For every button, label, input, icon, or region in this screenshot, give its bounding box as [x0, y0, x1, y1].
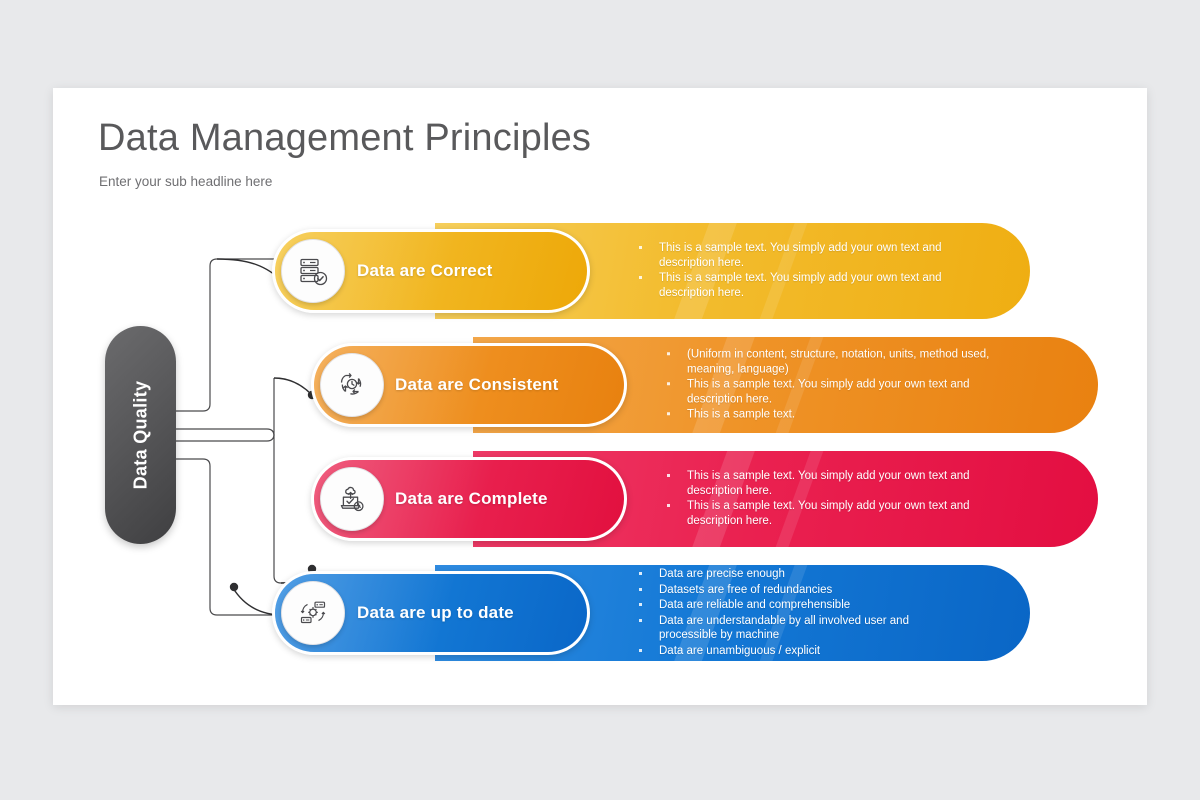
principle-row-complete[interactable]: Data are Complete This is a sample text.… [53, 451, 1147, 547]
bullet-item: This is a sample text. You simply add yo… [663, 469, 983, 498]
gear-servers-sync-icon [300, 601, 326, 624]
row-label: Data are up to date [357, 603, 514, 622]
laptop-cloud-clock-icon [340, 486, 364, 512]
bullet-item: Data are unambiguous / explicit [635, 644, 965, 659]
bullet-item: This is a sample text. You simply add yo… [663, 377, 993, 406]
page-subtitle: Enter your sub headline here [99, 174, 273, 189]
row-bullets: This is a sample text. You simply add yo… [635, 241, 955, 301]
row-label: Data are Correct [357, 261, 493, 280]
page-title: Data Management Principles [98, 117, 592, 159]
bullet-item: Data are reliable and comprehensible [635, 598, 965, 613]
row-bullets: This is a sample text. You simply add yo… [663, 469, 983, 529]
icon-badge-gear-servers [281, 581, 345, 645]
bullet-item: Datasets are free of redundancies [635, 583, 965, 598]
row-label: Data are Consistent [395, 375, 559, 394]
server-check-icon [300, 258, 328, 286]
bullet-item: Data are understandable by all involved … [635, 614, 965, 643]
icon-badge-laptop-cloud [320, 467, 384, 531]
principle-row-consistent[interactable]: Data are Consistent (Uniform in content,… [53, 337, 1147, 433]
slide-card: Data Management Principles Enter your su… [53, 88, 1147, 705]
row-label: Data are Complete [395, 489, 548, 508]
principle-row-correct[interactable]: Data are Correct This is a sample text. … [53, 223, 1147, 319]
bullet-item: This is a sample text. You simply add yo… [663, 499, 983, 528]
row-bullets: (Uniform in content, structure, notation… [663, 347, 993, 423]
icon-badge-cycle [320, 353, 384, 417]
principle-row-up-to-date[interactable]: Data are up to date Data are precise eno… [53, 565, 1147, 661]
bullet-item: (Uniform in content, structure, notation… [663, 347, 993, 376]
cycle-refresh-icon [340, 372, 362, 395]
bullet-item: Data are precise enough [635, 567, 965, 582]
row-bullets: Data are precise enough Datasets are fre… [635, 567, 965, 659]
icon-badge-server-check [281, 239, 345, 303]
bullet-item: This is a sample text. [663, 407, 993, 422]
infographic-diagram: Data Quality [53, 88, 1147, 705]
bullet-item: This is a sample text. You simply add yo… [635, 241, 955, 270]
bullet-item: This is a sample text. You simply add yo… [635, 271, 955, 300]
hub-data-quality: Data Quality [105, 326, 176, 544]
